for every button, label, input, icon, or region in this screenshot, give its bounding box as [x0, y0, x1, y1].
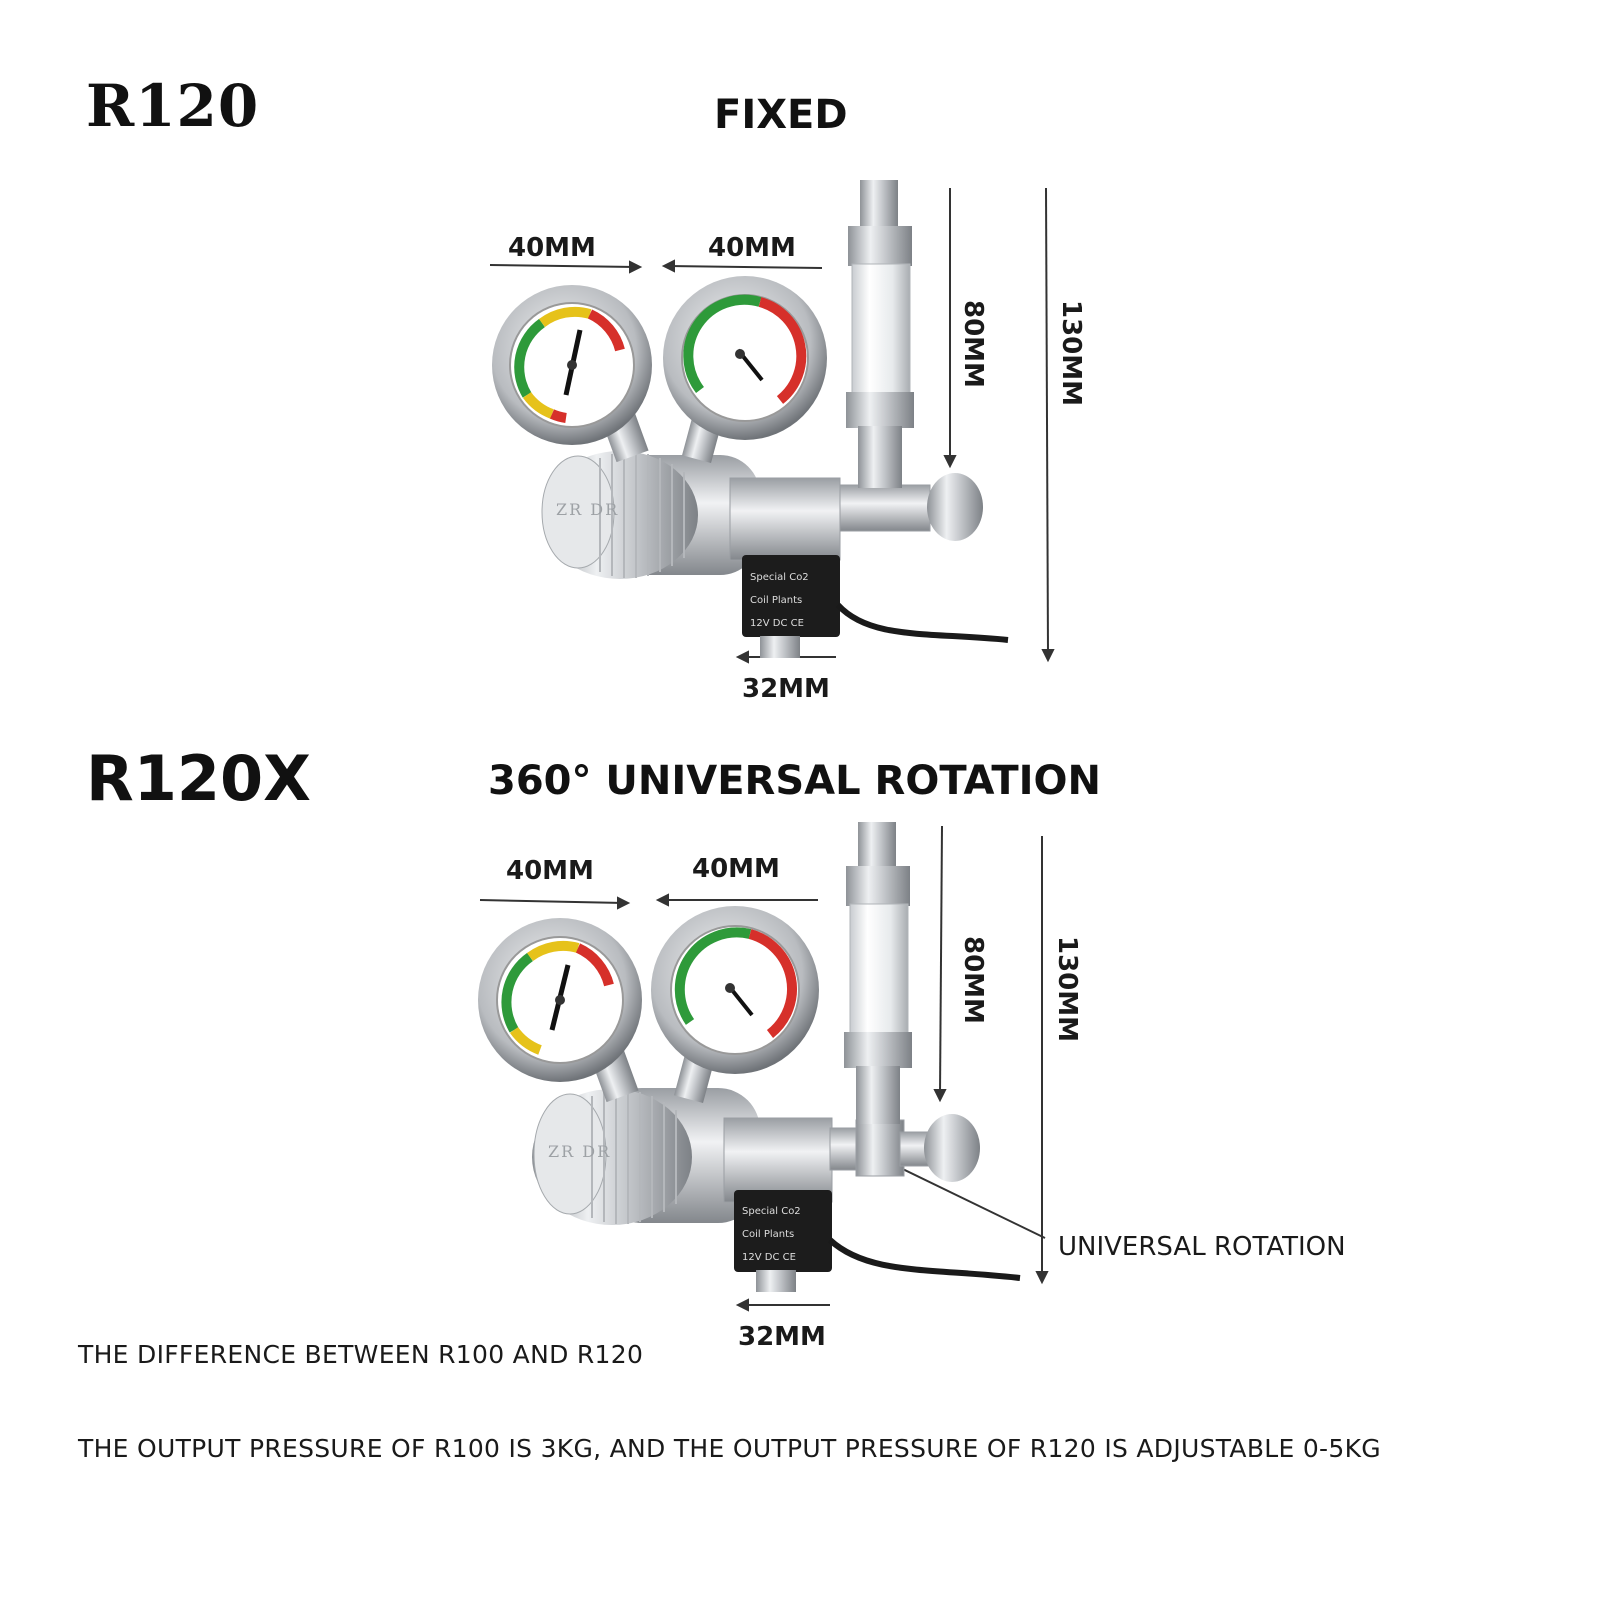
solenoid-label-line1: Special Co2: [750, 572, 809, 583]
bubble-counter-top: [846, 180, 914, 488]
solenoid-label-top: Special Co2 Coil Plants 12V DC CE: [750, 566, 809, 635]
solenoid-label-line3: 12V DC CE: [750, 618, 804, 629]
knob-brand-top: ZR DR: [556, 500, 620, 519]
dim-gauge-right-bottom: 40MM: [692, 854, 780, 884]
dim-valve-width-bottom: 32MM: [738, 1322, 826, 1352]
solenoid-mount-block-bottom: [723, 1117, 833, 1203]
dim-valve-width-top: 32MM: [742, 674, 830, 704]
note-output-pressure: THE OUTPUT PRESSURE OF R100 IS 3KG, AND …: [78, 1434, 1381, 1463]
solenoid-coil-bottom: [734, 1190, 832, 1272]
solenoid-label-bottom: Special Co2 Coil Plants 12V DC CE: [742, 1200, 801, 1269]
solenoid-mount-block-top: [729, 477, 841, 561]
dim-gauge-left-bottom: 40MM: [506, 856, 594, 886]
knob-brand-bottom: ZR DR: [548, 1142, 612, 1161]
dim-total-height-bottom: 130MM: [1052, 936, 1082, 1043]
solenoid-label-line1: Special Co2: [742, 1206, 801, 1217]
needle-valve-knob-top: [927, 473, 983, 541]
low-pressure-gauge-bottom: [651, 906, 819, 1074]
solenoid-label-line2: Coil Plants: [742, 1229, 795, 1240]
power-cable-bottom: [827, 1237, 1021, 1281]
dim-gauge-right-top: 40MM: [708, 233, 796, 263]
dim-total-height-top: 130MM: [1056, 300, 1086, 407]
dim-tube-height-top: 80MM: [958, 300, 988, 388]
high-pressure-gauge-top: [492, 285, 652, 445]
heading-universal-rotation: 360° UNIVERSAL ROTATION: [488, 758, 1102, 804]
universal-rotation-joint: [855, 1119, 905, 1177]
adjustment-knob-bottom: [532, 1089, 692, 1225]
low-pressure-gauge-top: [663, 276, 827, 440]
dim-tube-height-bottom: 80MM: [958, 936, 988, 1024]
solenoid-coil-top: [742, 555, 840, 637]
solenoid-label-line2: Coil Plants: [750, 595, 803, 606]
model-title-r120x: R120X: [86, 742, 311, 815]
dim-gauge-left-top: 40MM: [508, 233, 596, 263]
heading-fixed: FIXED: [714, 92, 848, 138]
note-difference: THE DIFFERENCE BETWEEN R100 AND R120: [78, 1340, 644, 1369]
model-title-r120: R120: [86, 72, 260, 140]
callout-universal-rotation: UNIVERSAL ROTATION: [1058, 1232, 1346, 1262]
high-pressure-gauge-bottom: [478, 918, 642, 1082]
adjustment-knob-top: [541, 451, 698, 579]
power-cable-top: [835, 602, 1009, 643]
bubble-counter-bottom: [844, 822, 912, 1124]
needle-valve-knob-bottom: [924, 1114, 980, 1182]
solenoid-label-line3: 12V DC CE: [742, 1252, 796, 1263]
dimension-lines-bottom: [479, 825, 1049, 1312]
